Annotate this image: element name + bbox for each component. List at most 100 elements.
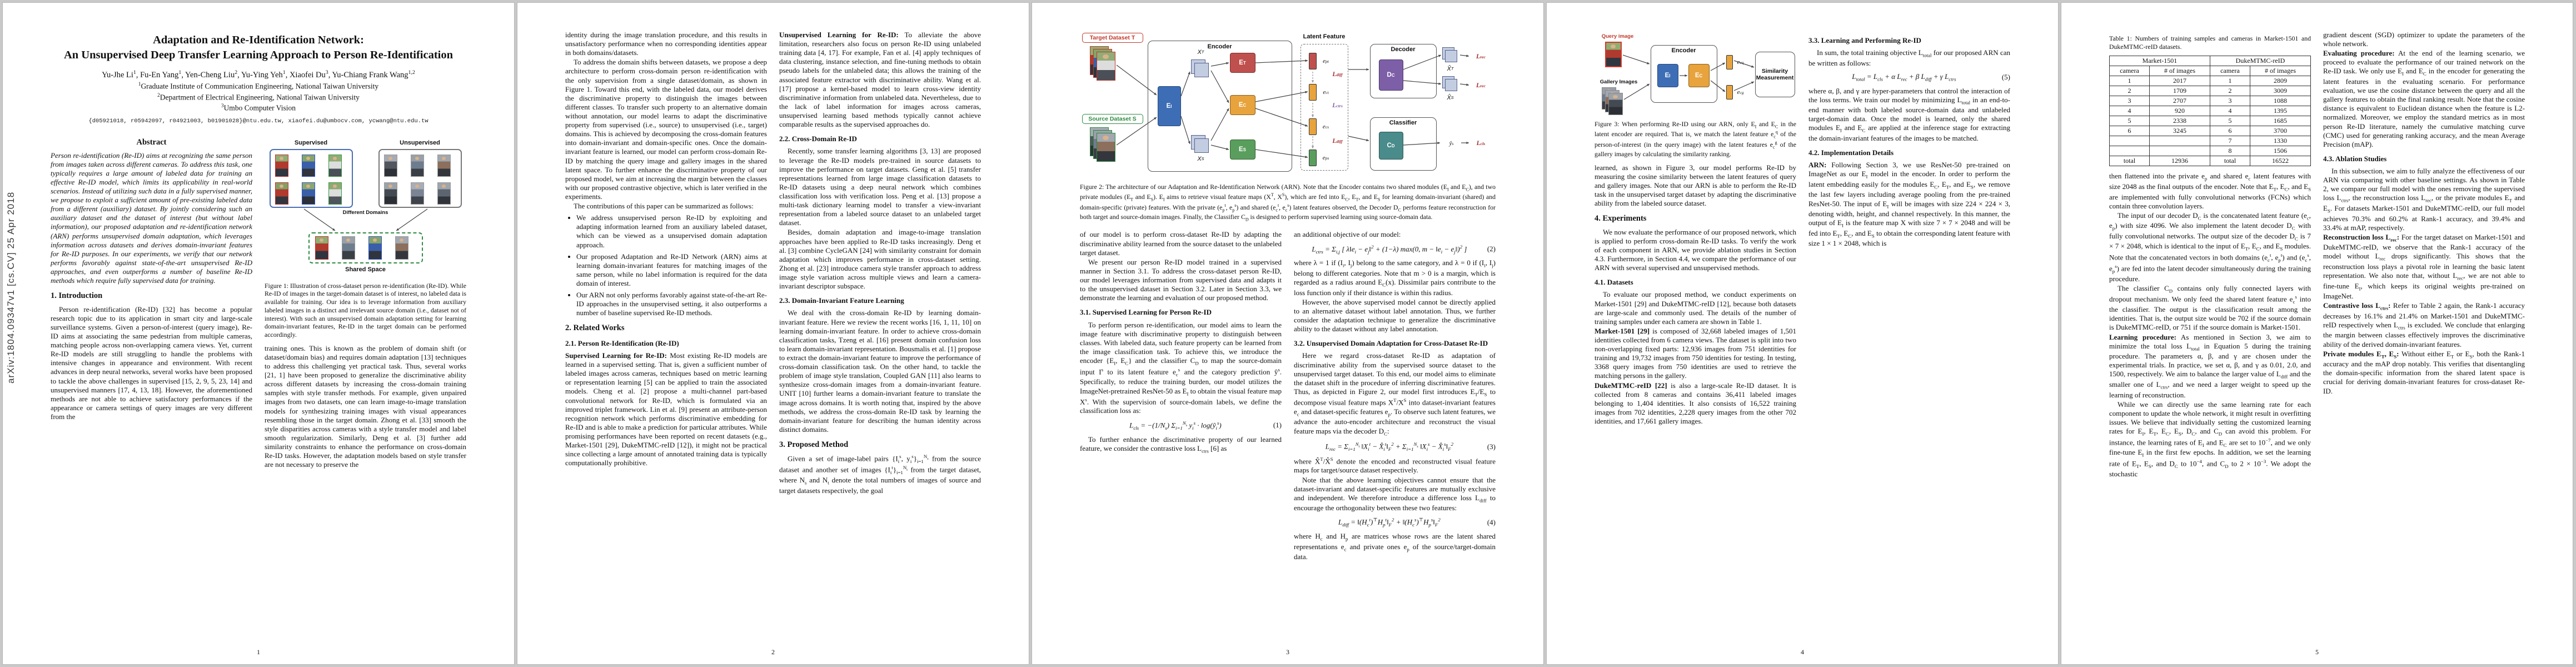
table-cell: 3700 (2250, 126, 2311, 137)
latent-ept (1308, 53, 1317, 69)
paragraph: However, the above supervised model cann… (1294, 297, 1496, 334)
bullet-item: Our ARN not only performs favorably agai… (576, 291, 767, 317)
latent-eps (1308, 150, 1317, 166)
column-1: identity during the image translation pr… (565, 31, 767, 468)
bullet-list: We address unsupervised person Re-ID by … (576, 213, 767, 317)
figure2-label-encoder: Encoder (1207, 43, 1232, 50)
person-head-icon (399, 238, 404, 242)
unsupervised-person-crop (437, 154, 451, 177)
paragraph: training ones. This is known as the prob… (265, 344, 466, 469)
paragraph: where X̂T/X̂S denote the encoded and rec… (1294, 456, 1496, 475)
figure2-label-target-dataset: Target Dataset T (1082, 33, 1143, 43)
equation-body: Lctrs = Σi,j [ λ‖ei − ej‖2 + (1−λ) max(0… (1312, 243, 1467, 255)
page-number: 4 (1801, 648, 1804, 656)
table-cell: 2707 (2149, 96, 2210, 107)
figure2-caption: Figure 2: The architecture of our Adapta… (1080, 183, 1496, 222)
page-5: Table 1: Numbers of training samples and… (2061, 2, 2573, 665)
page-number: 2 (771, 648, 775, 656)
page-2: identity during the image translation pr… (517, 2, 1029, 665)
paragraph: where Hc and Hp are matrices whose rows … (1294, 532, 1496, 561)
paper-header: Adaptation and Re-Identification Network… (51, 33, 466, 125)
table-cell: 1709 (2149, 86, 2210, 97)
figure2-label-source-dataset: Source Dataset S (1082, 114, 1143, 124)
unsupervised-person-crop (383, 154, 397, 177)
table-cell: total (2109, 156, 2150, 167)
table-cell (2109, 146, 2150, 157)
shared-person-crop (368, 236, 382, 260)
equation: Lcls = −(1/Ns) Σi=1Ns yis · log(ŷis)(1) (1080, 420, 1282, 431)
paragraph: Learning procedure: As mentioned in Sect… (2109, 332, 2311, 399)
table-cell: 2809 (2250, 76, 2311, 87)
figure-caption: Figure 1: Illustration of cross-dataset … (265, 281, 466, 339)
affiliation-line: 1Graduate Institute of Communication Eng… (138, 81, 379, 91)
supervised-person-crop (275, 154, 288, 177)
reconstructed-map-xt (1442, 47, 1459, 64)
feature-map-xs (1190, 135, 1210, 154)
unsupervised-person-crop (410, 182, 424, 205)
equation-body: Lrec = Σi=1Nt ‖Xit − X̂it‖F2 + Σi=1Ns ‖X… (1325, 441, 1454, 452)
column-1: Table 1: Numbers of training samples and… (2109, 31, 2311, 479)
table-cell: 3 (2109, 96, 2150, 107)
subsection-heading: 3.3. Learning and Performing Re-ID (1808, 36, 1921, 44)
table1-column-header: # of images (2149, 66, 2210, 77)
person-head-icon (1103, 54, 1109, 59)
table1-column-header: camera (2209, 66, 2251, 77)
table-cell: 5 (2209, 116, 2251, 127)
person-head-icon (319, 238, 324, 242)
figure2-label-xhs: X̂S (1447, 94, 1454, 101)
table-cell: 4 (2109, 106, 2150, 117)
author-line: Yu-Jhe Li1, Fu-En Yang1, Yen-Cheng Liu2,… (102, 69, 415, 80)
figure1-label-unsupervised: Unsupervised (400, 139, 440, 146)
person-head-icon (372, 238, 377, 242)
subsection-heading: 3.2. Unsupervised Domain Adaptation for … (1294, 339, 1488, 348)
paragraph: The classifier CD contains only fully co… (2109, 283, 2311, 332)
encoder-box (1147, 41, 1292, 172)
paragraph: Supervised Learning for Re-ID: Most exis… (565, 351, 767, 467)
table-cell: 6 (2109, 126, 2150, 137)
target-dataset-crop (1096, 52, 1115, 81)
supervised-domain-box (269, 148, 353, 208)
paragraph: of our model is to perform cross-dataset… (1080, 230, 1282, 257)
paragraph: To perform person re-identification, our… (1080, 320, 1282, 415)
section-heading: 3. Proposed Method (779, 440, 849, 449)
subsection-heading: 4.1. Datasets (1595, 278, 1633, 287)
section-heading: 2. Related Works (565, 323, 625, 333)
arxiv-watermark: arXiv:1804.09347v1 [cs.CV] 25 Apr 2018 (6, 191, 16, 384)
subsection-heading: 4.2. Implementation Details (1808, 148, 1894, 157)
paragraph: Market-1501 [29] is composed of 32,668 l… (1595, 326, 1796, 380)
paragraph: Person re-identification (Re-ID) [32] ha… (51, 305, 252, 421)
paragraph: We now evaluate the performance of our p… (1595, 227, 1796, 272)
person-head-icon (332, 184, 337, 188)
shared-person-crop (341, 236, 355, 260)
table-cell (2149, 146, 2210, 157)
paragraph: We present our person Re-ID model traine… (1080, 257, 1282, 302)
table1-column-header: # of images (2250, 66, 2311, 77)
figure3-label-query: Query image (1601, 33, 1634, 39)
supervised-person-crop (275, 182, 288, 205)
table-cell: 3245 (2149, 126, 2210, 137)
subsection-heading: 2.3. Domain-Invariant Feature Learning (779, 296, 904, 305)
person-head-icon (1103, 136, 1109, 140)
gallery-person-crop (1608, 93, 1623, 115)
paragraph: Person re-identification (Re-ID) aims at… (51, 151, 252, 285)
